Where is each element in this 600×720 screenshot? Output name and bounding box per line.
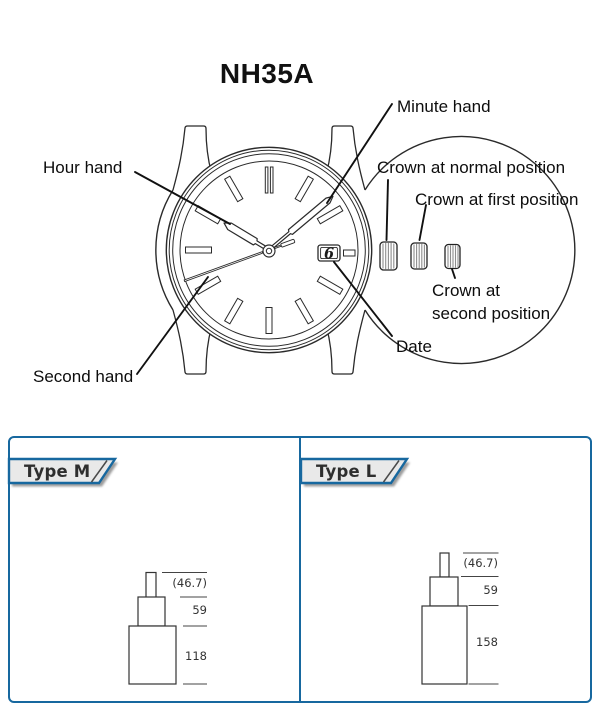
crown-normal-label: Crown at normal position — [377, 158, 566, 177]
hour-hand-label: Hour hand — [43, 158, 123, 177]
second-hand-label: Second hand — [33, 367, 134, 386]
crown-second-position-drawing — [444, 243, 461, 270]
crown-second-label-line1: Crown at — [432, 281, 501, 300]
crown-first-label: Crown at first position — [415, 190, 579, 209]
hour-hand-drawing — [223, 222, 267, 250]
minute-hand-leader — [326, 103, 393, 204]
dial-markers — [185, 166, 356, 334]
panel-divider — [299, 438, 301, 701]
date-leader — [333, 261, 393, 337]
spec-panels-container — [8, 436, 592, 703]
minute-hand-drawing — [271, 195, 334, 249]
type-l-dim-2: 59 — [483, 583, 498, 597]
type-m-dim-3: 118 — [185, 649, 207, 663]
watch-bezel — [165, 146, 373, 354]
type-m-tab-label: Type M — [24, 462, 91, 481]
second-hand-leader — [136, 276, 209, 375]
date-numeral: 6 — [324, 246, 334, 263]
hour-hand-leader — [134, 171, 231, 225]
watch-lugs — [172, 125, 366, 375]
three-oclock-marker — [343, 249, 356, 257]
crown-second-leader — [451, 268, 456, 279]
minute-hand-label: Minute hand — [397, 97, 491, 116]
crown-normal-leader — [385, 179, 389, 241]
type-m-dim-2: 59 — [192, 602, 207, 617]
leader-lines — [134, 103, 456, 375]
type-l-dim-1: (46.7) — [463, 556, 498, 570]
crown-normal-position-drawing — [379, 241, 398, 271]
type-l-dim-3: 158 — [476, 635, 498, 649]
type-l-tab-label: Type L — [316, 462, 377, 481]
crown-second-label-line2: second position — [432, 304, 551, 323]
second-hand-drawing — [183, 238, 296, 283]
date-window: 6 — [317, 244, 341, 263]
crown-first-position-drawing — [410, 242, 428, 270]
date-label: Date — [396, 337, 432, 356]
watch-drawing: 6 — [134, 103, 576, 375]
type-m-dim-1: (46.7) — [172, 576, 207, 590]
hands-hub — [262, 244, 276, 258]
page-title: NH35A — [219, 58, 315, 89]
